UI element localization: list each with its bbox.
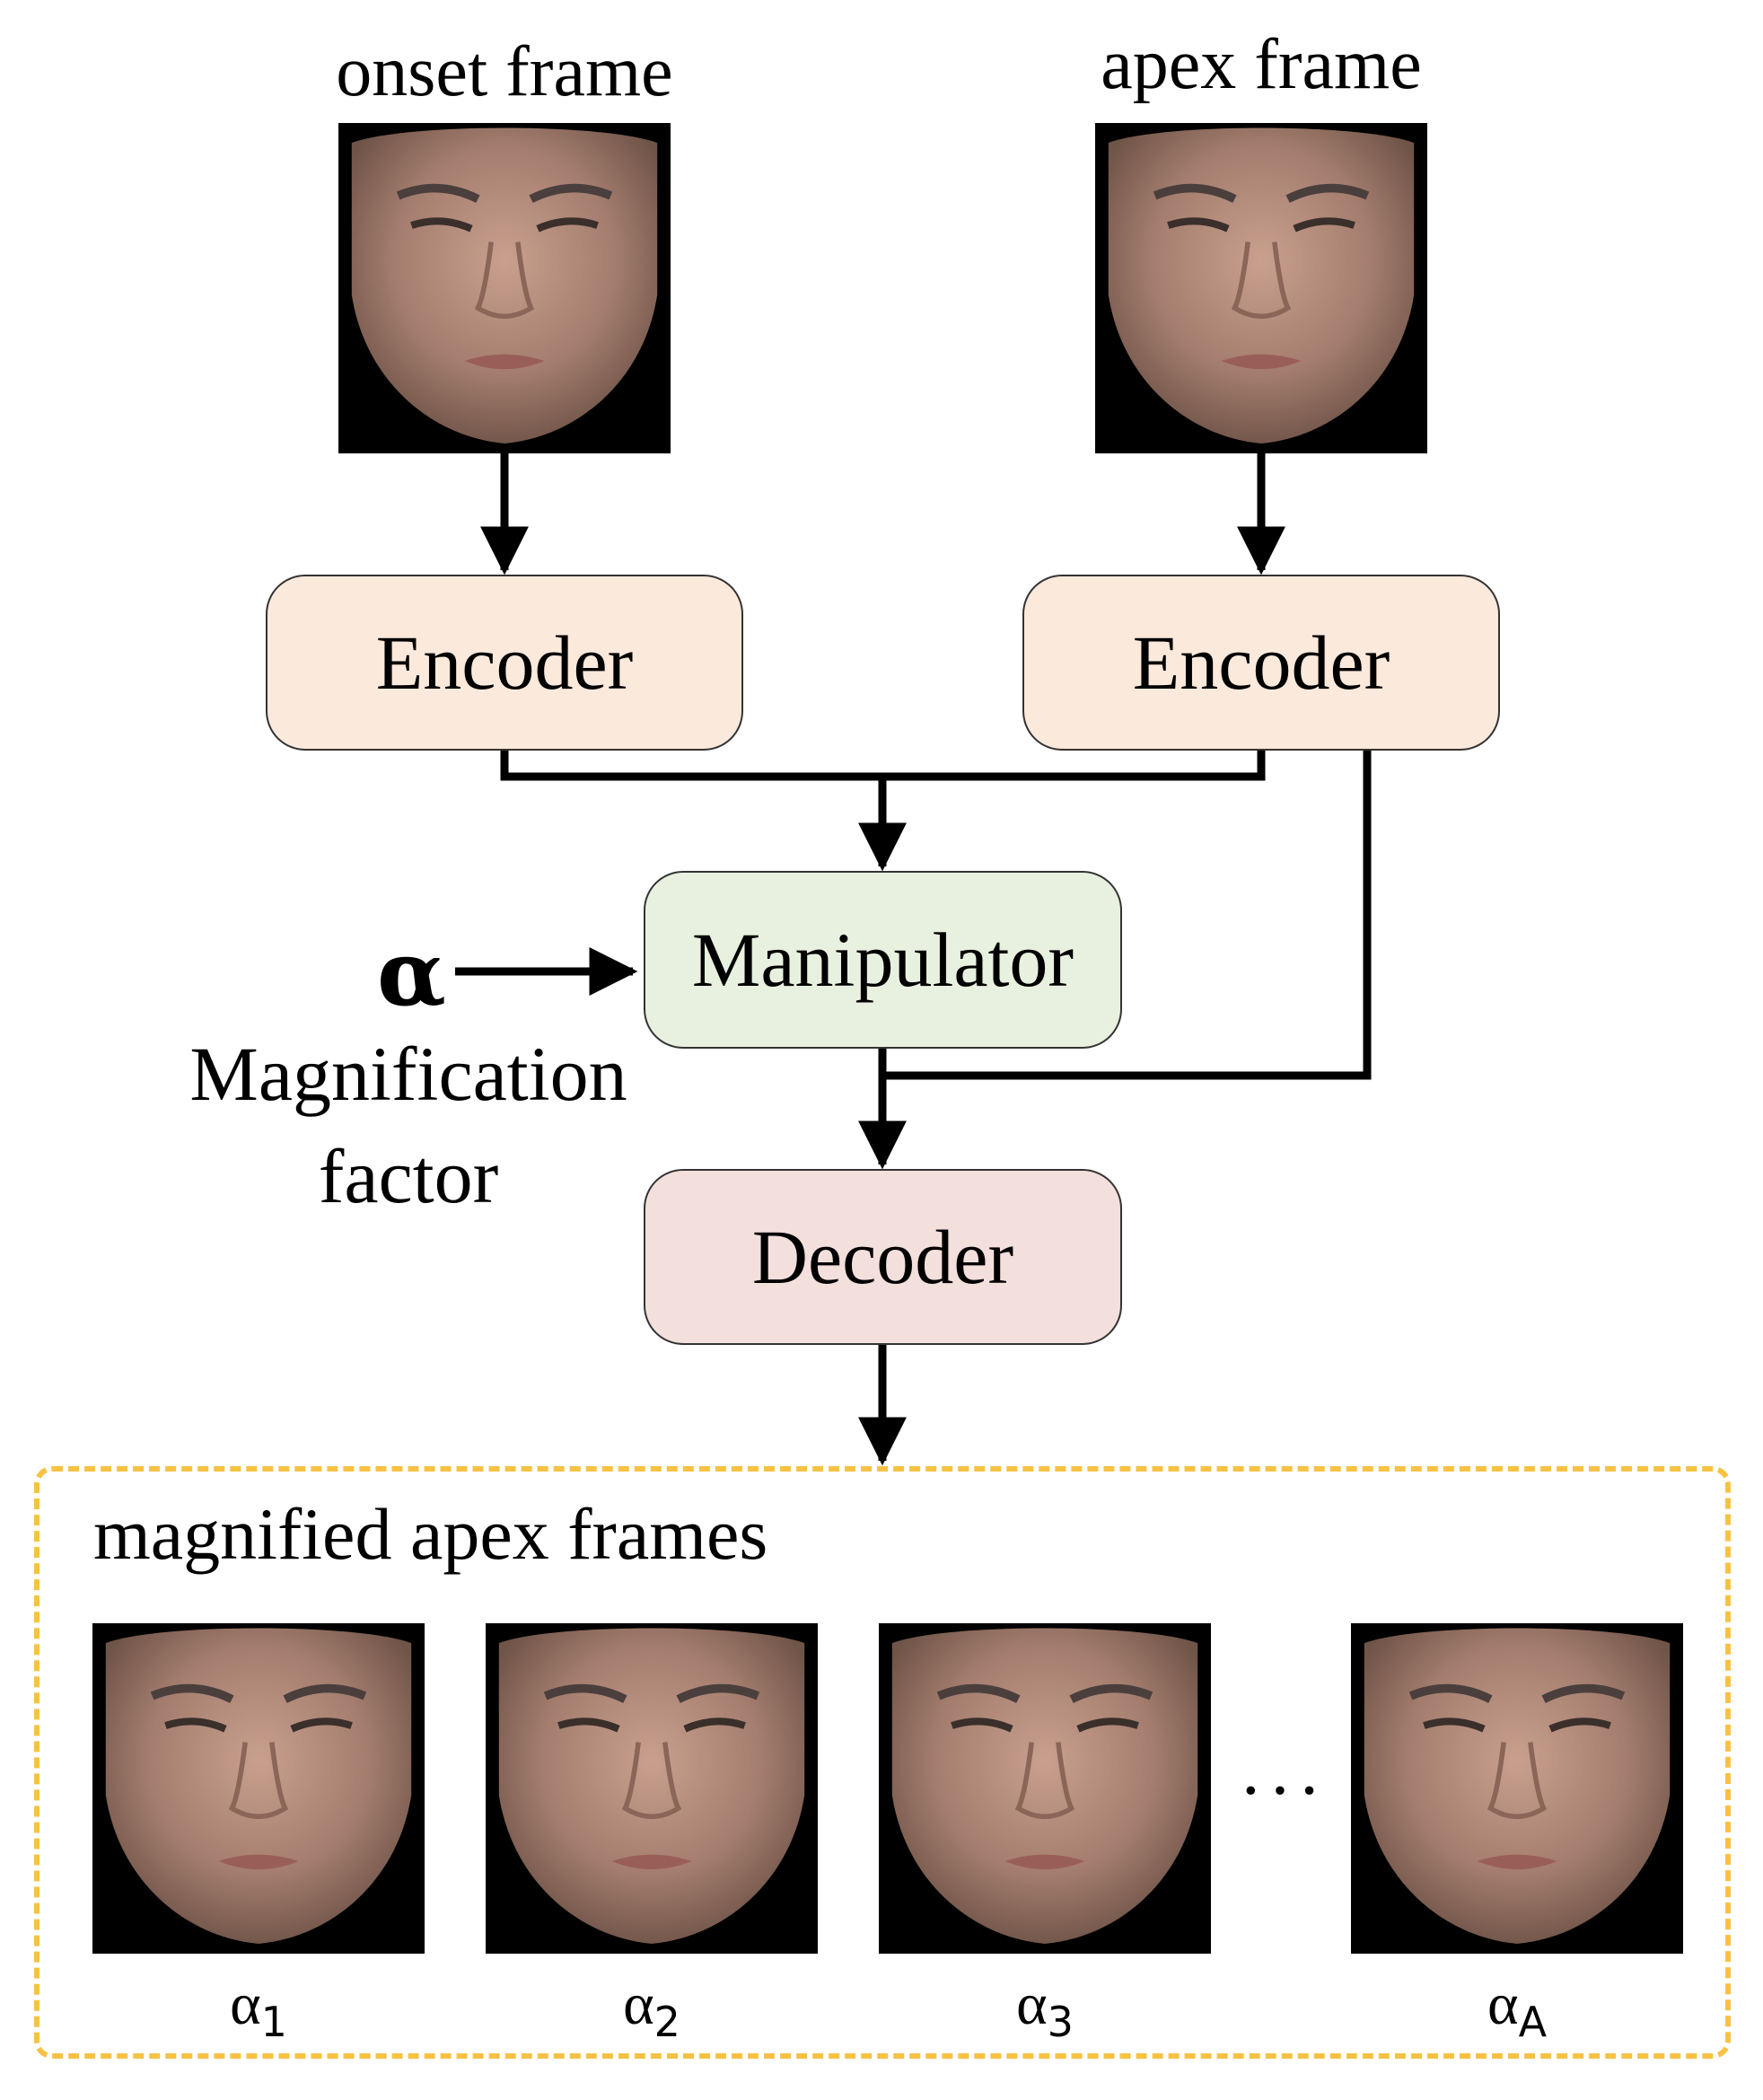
apex-frame-image	[1095, 123, 1427, 453]
magnification-factor-line1: Magnification	[189, 1031, 627, 1117]
ellipsis: ···	[1239, 1752, 1327, 1831]
wire-encoder-skip	[882, 748, 1372, 1080]
wire-encoders-join	[500, 748, 1266, 781]
magnification-factor-line2: factor	[318, 1132, 499, 1219]
magnified-frame-3	[879, 1623, 1211, 1954]
alpha-1-label: α1	[230, 1972, 287, 2046]
onset-frame-image	[338, 123, 671, 453]
magnified-frame-1	[92, 1623, 425, 1954]
magnified-frame-a	[1351, 1623, 1683, 1954]
decoder-block: Decoder	[644, 1169, 1122, 1345]
alpha-2-label: α2	[623, 1972, 680, 2046]
encoder-left-block: Encoder	[266, 575, 743, 751]
magnification-factor-label: Magnification factor	[135, 1024, 682, 1227]
alpha-symbol: α	[377, 920, 446, 1026]
magnified-frame-2	[486, 1623, 818, 1954]
alpha-a-label: αA	[1487, 1972, 1548, 2046]
onset-frame-label: onset frame	[336, 32, 673, 111]
magnified-output-region	[34, 1466, 1731, 2059]
alpha-3-label: α3	[1016, 1972, 1074, 2046]
apex-frame-label: apex frame	[1101, 25, 1422, 104]
manipulator-block: Manipulator	[644, 871, 1122, 1049]
encoder-right-block: Encoder	[1022, 575, 1500, 751]
magnified-apex-frames-title: magnified apex frames	[93, 1493, 768, 1575]
